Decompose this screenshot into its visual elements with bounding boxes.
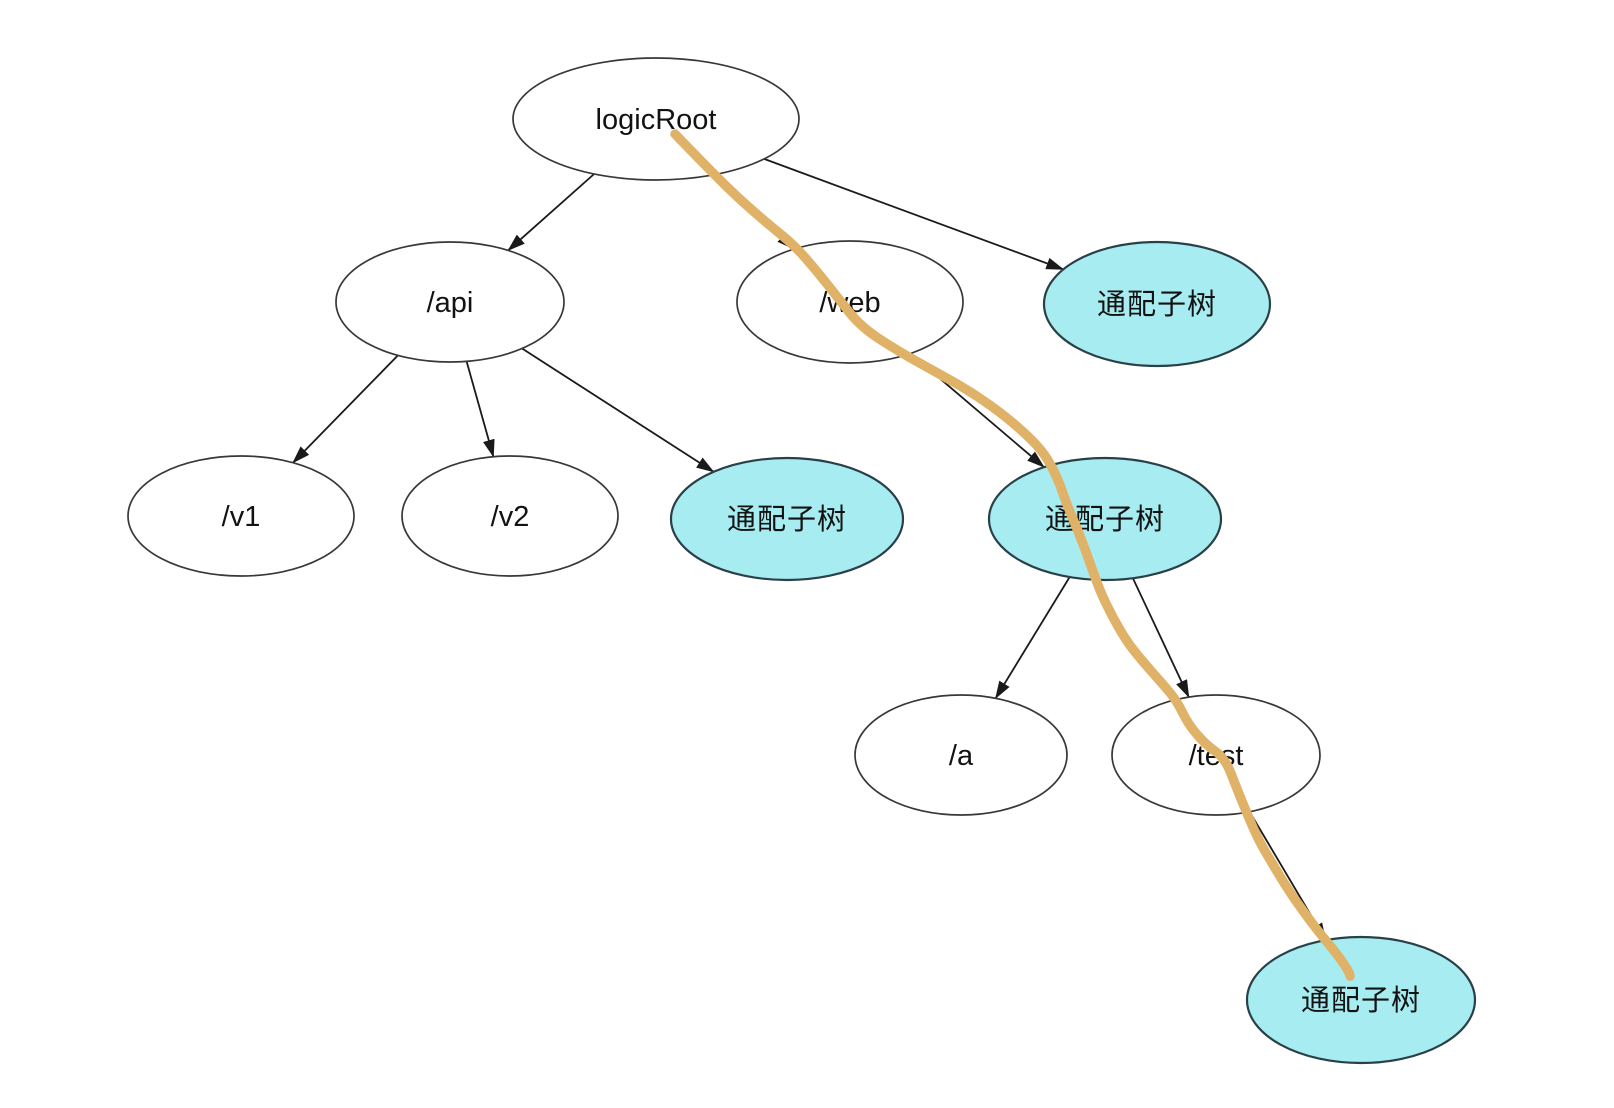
node-logicRoot-ellipse	[512, 57, 800, 181]
node-v1-ellipse	[127, 455, 355, 577]
node-api-label: /api	[427, 287, 474, 319]
node-wildRoot-label: 通配子树	[1097, 288, 1217, 321]
node-wildApi: 通配子树	[669, 456, 905, 582]
node-logicRoot: logicRoot	[512, 57, 800, 181]
node-v2: /v2	[401, 455, 619, 577]
edge-api-wildApi	[521, 347, 715, 473]
node-v2-ellipse	[401, 455, 619, 577]
node-wildTest-ellipse	[1245, 935, 1477, 1065]
node-v1: /v1	[127, 455, 355, 577]
node-wildRoot: 通配子树	[1042, 240, 1272, 368]
node-a-label: /a	[949, 740, 974, 772]
node-web-ellipse	[736, 240, 964, 364]
node-wildApi-label: 通配子树	[727, 503, 847, 536]
node-api-ellipse	[335, 241, 565, 363]
node-wildApi-ellipse	[669, 456, 905, 582]
node-wildRoot-ellipse	[1042, 240, 1272, 368]
node-wildWeb-ellipse	[987, 456, 1223, 582]
node-a: /a	[854, 694, 1068, 816]
node-wildWeb-label: 通配子树	[1045, 503, 1165, 536]
node-wildTest-label: 通配子树	[1301, 984, 1421, 1017]
edge-wildWeb-test	[1132, 577, 1190, 699]
node-v1-label: /v1	[222, 501, 261, 533]
node-api: /api	[335, 241, 565, 363]
node-logicRoot-label: logicRoot	[596, 104, 717, 136]
node-a-ellipse	[854, 694, 1068, 816]
edge-api-v2	[465, 361, 495, 458]
edge-api-v1	[292, 354, 399, 464]
edge-wildWeb-a	[994, 576, 1071, 700]
node-wildTest: 通配子树	[1245, 935, 1477, 1065]
node-v2-label: /v2	[491, 501, 530, 533]
node-web: /web	[736, 240, 964, 364]
node-wildWeb: 通配子树	[987, 456, 1223, 582]
edge-logicRoot-wildRoot	[763, 158, 1065, 271]
edge-logicRoot-api	[507, 173, 595, 252]
highlight-stroke	[670, 129, 1355, 981]
